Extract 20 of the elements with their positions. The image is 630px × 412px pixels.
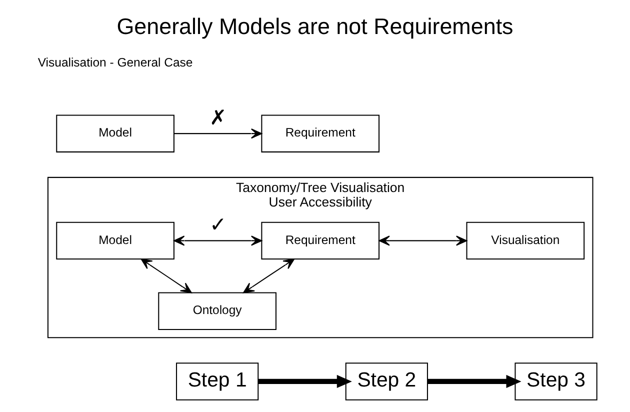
label: Visualisation - General Case xyxy=(38,55,193,70)
node-box: Step 3 xyxy=(514,362,598,400)
arrow xyxy=(140,258,192,294)
node-box: Model xyxy=(56,114,174,152)
node-box: Step 1 xyxy=(176,362,259,400)
node-box: Step 2 xyxy=(345,362,428,400)
node-box: Requirement xyxy=(261,114,380,152)
node-box: Requirement xyxy=(261,222,380,260)
arrow xyxy=(174,128,262,139)
node-box: Ontology xyxy=(158,292,276,330)
edge-label: ✗ xyxy=(209,107,226,130)
arrow xyxy=(258,374,352,388)
diagram-title: Generally Models are not Requirements xyxy=(116,14,514,40)
node-box: Model xyxy=(56,222,174,260)
arrow xyxy=(428,374,522,388)
edge-label: ✓ xyxy=(209,214,226,237)
node-box: Visualisation xyxy=(466,222,585,260)
arrow xyxy=(174,236,262,246)
arrow xyxy=(243,258,295,294)
arrow xyxy=(378,236,468,246)
